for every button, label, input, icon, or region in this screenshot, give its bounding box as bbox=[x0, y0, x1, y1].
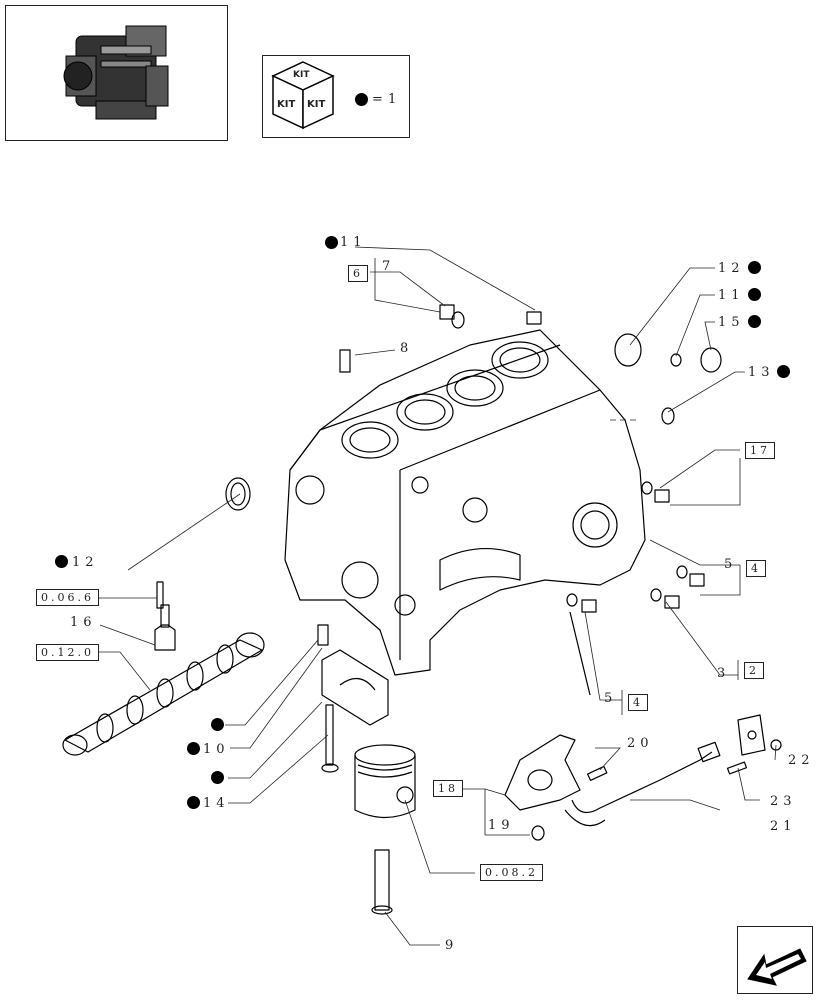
engine-thumbnail-panel bbox=[5, 5, 228, 141]
part-label-6: 6 bbox=[348, 265, 368, 282]
engine-block bbox=[284, 329, 646, 676]
part-label-13: 13 bbox=[748, 365, 775, 380]
part-label-14: 14 bbox=[203, 796, 230, 811]
part-label-23: 23 bbox=[770, 794, 797, 809]
part-label-12-right: 12 bbox=[718, 261, 745, 276]
kit-dot-unlabeled-b bbox=[211, 771, 224, 784]
kit-label-left: KIT bbox=[277, 99, 296, 110]
part-label-19: 19 bbox=[488, 818, 515, 833]
kit-dot-14 bbox=[187, 796, 200, 809]
kit-dot-13 bbox=[777, 365, 790, 378]
cylinder-bore bbox=[491, 341, 549, 379]
part-label-5-lower: 5 bbox=[604, 691, 618, 706]
part-label-22: 22 bbox=[788, 753, 815, 768]
part-label-4-right: 4 bbox=[746, 560, 766, 577]
kit-dot-11-right bbox=[748, 288, 761, 301]
bearing-cap bbox=[321, 649, 389, 726]
kit-label-top: KIT bbox=[293, 70, 310, 80]
part-label-9: 9 bbox=[445, 938, 459, 953]
piston bbox=[354, 744, 416, 819]
ref-label-0-08-2[interactable]: 0.08.2 bbox=[480, 864, 543, 881]
kit-dot-10 bbox=[187, 742, 200, 755]
kit-equals: = bbox=[372, 92, 383, 107]
part-label-8: 8 bbox=[400, 341, 414, 356]
cylinder-bore bbox=[396, 393, 454, 431]
part-label-17: 17 bbox=[745, 442, 775, 459]
part-label-2: 2 bbox=[744, 662, 764, 679]
camshaft bbox=[62, 632, 265, 756]
part-label-15: 15 bbox=[718, 315, 745, 330]
kit-cube-icon bbox=[271, 61, 335, 130]
next-page-arrow-icon bbox=[747, 948, 807, 986]
kit-dot-unlabeled-a bbox=[211, 718, 224, 731]
part-label-18: 18 bbox=[433, 780, 463, 797]
kit-dot-15 bbox=[748, 315, 761, 328]
part-label-7: 7 bbox=[382, 259, 396, 274]
kit-dot-12-left bbox=[55, 555, 68, 568]
part-label-20: 20 bbox=[627, 736, 654, 751]
kit-label-right: KIT bbox=[307, 99, 326, 110]
kit-quantity: 1 bbox=[388, 92, 397, 107]
part-label-12-left: 12 bbox=[72, 555, 99, 570]
kit-dot-11-top bbox=[325, 236, 338, 249]
next-page-button[interactable] bbox=[737, 926, 813, 994]
part-label-16: 16 bbox=[70, 615, 97, 630]
part-label-3: 3 bbox=[717, 666, 731, 681]
cylinder-bore bbox=[446, 369, 504, 407]
engine-icon bbox=[63, 25, 169, 120]
part-label-10: 10 bbox=[203, 742, 230, 757]
cylinder-bore bbox=[341, 421, 399, 459]
part-label-4-lower: 4 bbox=[628, 694, 648, 711]
part-label-21: 21 bbox=[770, 819, 797, 834]
kit-legend-panel: KIT KIT KIT = 1 bbox=[262, 55, 410, 138]
ref-label-0-06-6[interactable]: 0.06.6 bbox=[36, 589, 99, 606]
kit-dot-icon bbox=[355, 93, 368, 106]
part-label-11-top: 11 bbox=[340, 235, 367, 250]
part-label-11-right: 11 bbox=[718, 288, 745, 303]
ref-label-0-12-0[interactable]: 0.12.0 bbox=[36, 644, 99, 661]
part-label-5-right: 5 bbox=[724, 557, 738, 572]
kit-dot-12-right bbox=[748, 261, 761, 274]
